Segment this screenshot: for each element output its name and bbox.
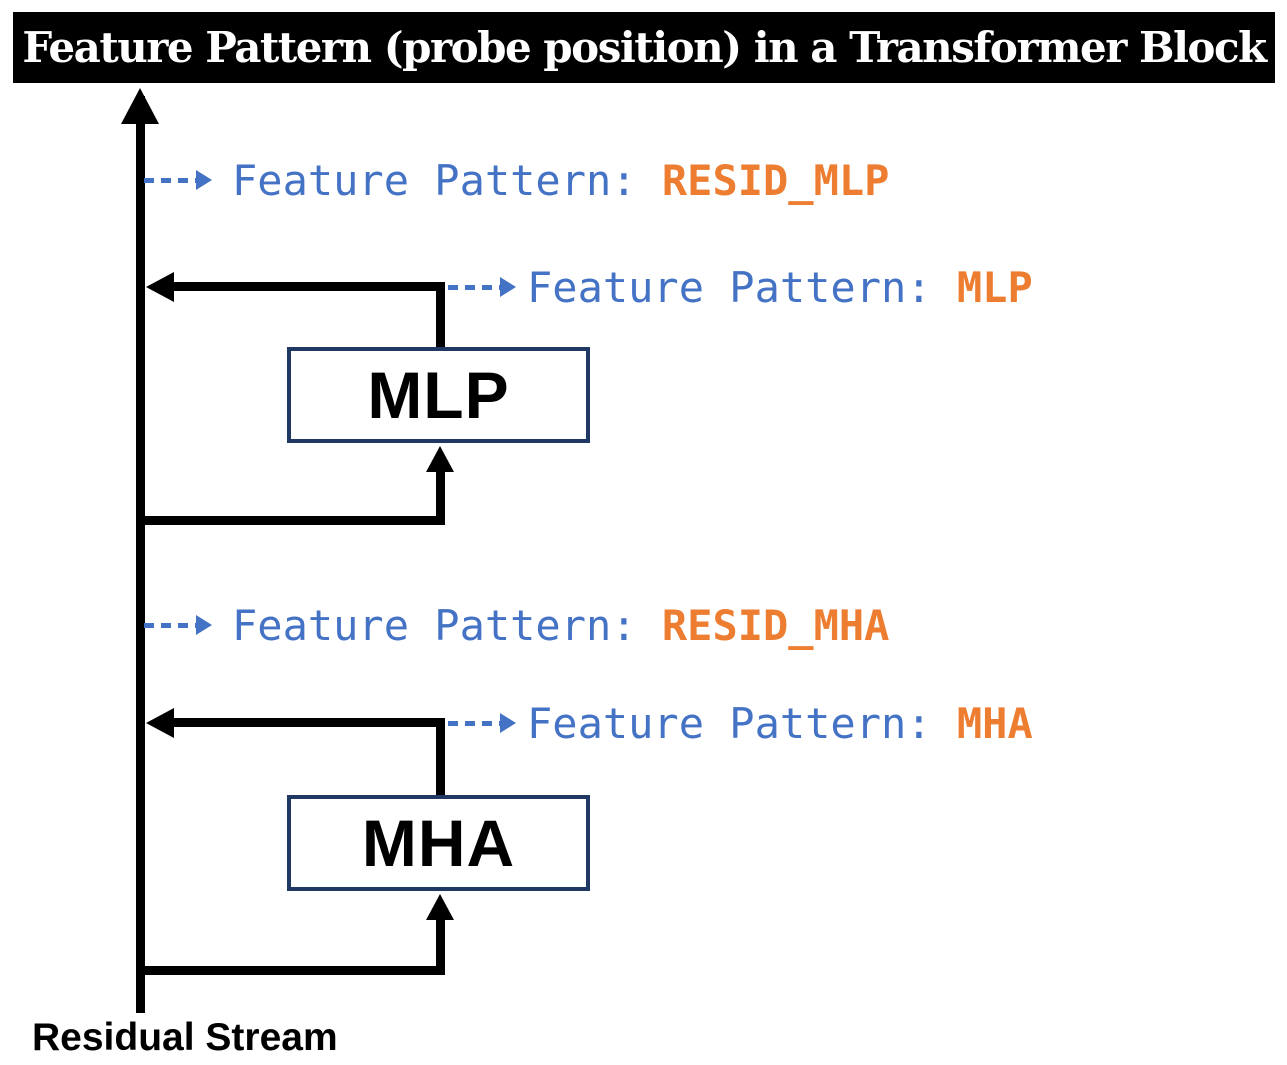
mlp-block: MLP (287, 347, 590, 443)
mha-input-horizontal-line (138, 966, 445, 975)
feature-pattern-prefix: Feature Pattern: (232, 155, 662, 205)
feature-pattern-prefix: Feature Pattern: (527, 698, 957, 748)
probe-arrow-resid-mha (144, 615, 212, 635)
residual-stream-arrowhead-icon (121, 88, 159, 124)
mlp-output-vertical-line (436, 283, 445, 350)
feature-pattern-value: RESID_MLP (661, 155, 890, 205)
feature-pattern-label-resid-mlp: Feature Pattern: RESID_MLP (232, 154, 889, 206)
mha-output-vertical-line (436, 719, 445, 795)
mlp-output-horizontal-line (166, 282, 445, 291)
mlp-block-label: MLP (367, 358, 510, 432)
arrowhead-icon (500, 713, 516, 733)
arrowhead-icon (196, 615, 212, 635)
mha-input-vertical-line (436, 916, 445, 971)
mlp-input-arrowhead-icon (426, 446, 454, 472)
mlp-input-horizontal-line (138, 516, 445, 525)
probe-arrow-mha (448, 713, 516, 733)
dash-line (448, 285, 500, 290)
dash-line (448, 721, 500, 726)
probe-arrow-mlp (448, 277, 516, 297)
diagram-title: Feature Pattern (probe position) in a Tr… (22, 23, 1267, 72)
feature-pattern-value: MHA (956, 698, 1033, 748)
title-bar: Feature Pattern (probe position) in a Tr… (13, 12, 1275, 83)
residual-stream-line (136, 96, 145, 1013)
dash-line (144, 623, 196, 628)
dash-line (144, 178, 196, 183)
feature-pattern-prefix: Feature Pattern: (232, 600, 662, 650)
probe-arrow-resid-mlp (144, 170, 212, 190)
arrowhead-icon (196, 170, 212, 190)
feature-pattern-label-mha: Feature Pattern: MHA (527, 697, 1033, 749)
feature-pattern-prefix: Feature Pattern: (527, 262, 957, 312)
mha-block: MHA (287, 795, 590, 891)
mha-output-horizontal-line (166, 718, 445, 727)
arrowhead-icon (500, 277, 516, 297)
feature-pattern-value: MLP (956, 262, 1033, 312)
residual-stream-label: Residual Stream (32, 1016, 338, 1059)
feature-pattern-label-resid-mha: Feature Pattern: RESID_MHA (232, 599, 889, 651)
feature-pattern-label-mlp: Feature Pattern: MLP (527, 261, 1033, 313)
feature-pattern-value: RESID_MHA (661, 600, 890, 650)
mha-input-arrowhead-icon (426, 894, 454, 920)
mlp-input-vertical-line (436, 468, 445, 525)
mha-block-label: MHA (361, 806, 516, 880)
